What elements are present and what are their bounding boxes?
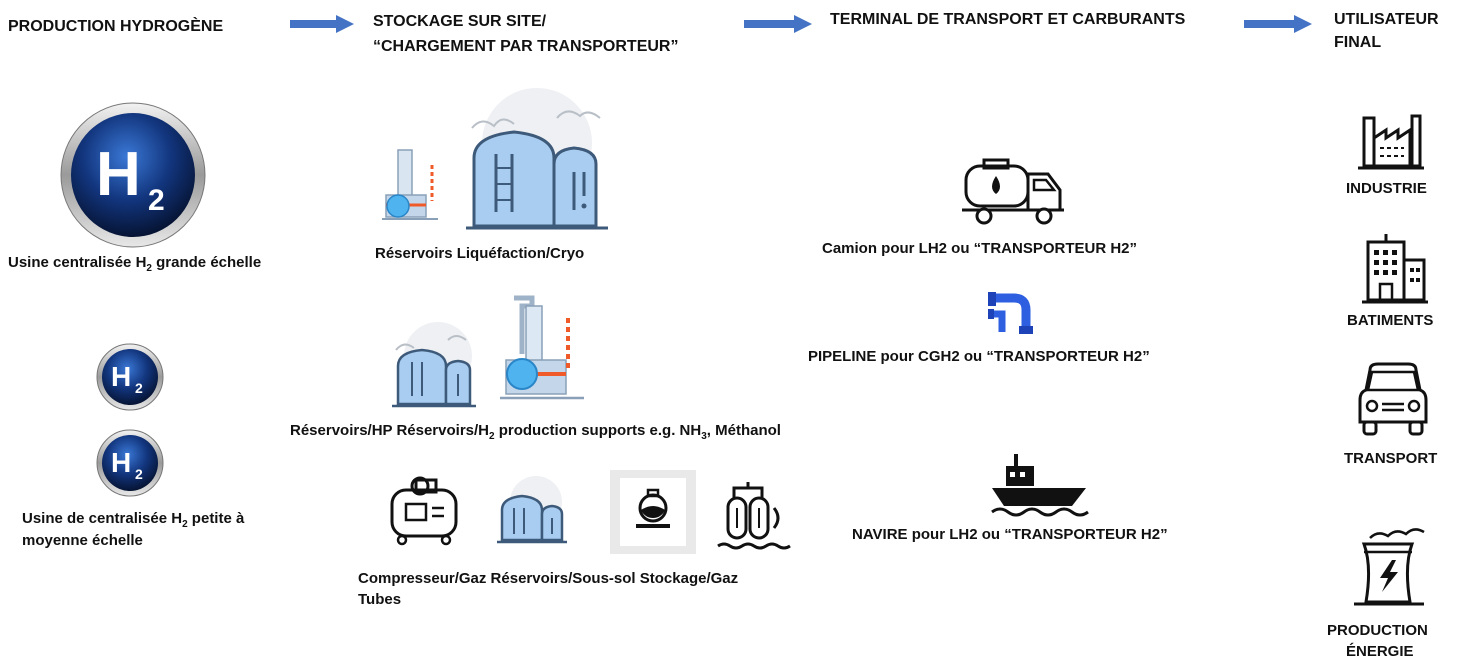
user-energy-label-line1: PRODUCTION	[1327, 622, 1428, 639]
h2-small-badge-1-icon: H 2	[96, 343, 164, 411]
h2-large-sub: 2	[148, 184, 165, 217]
user-transport-label: TRANSPORT	[1344, 450, 1438, 467]
truck-icon	[962, 158, 1064, 225]
flow-arrow-2	[744, 15, 812, 33]
svg-text:H: H	[111, 447, 131, 478]
header-user-line2: FINAL	[1334, 34, 1382, 51]
terminal-ship-label: NAVIRE pour LH2 ou “TRANSPORTEUR H2”	[852, 526, 1168, 543]
storage-row1-label: Réservoirs Liquéfaction/Cryo	[375, 245, 585, 262]
industry-icon	[1358, 114, 1424, 170]
liquefaction-column-icon	[382, 149, 438, 220]
svg-text:2: 2	[135, 380, 143, 396]
underground-storage-icon	[610, 470, 696, 554]
h2-large-badge-icon: H 2	[60, 102, 206, 248]
header-terminal: TERMINAL DE TRANSPORT ET CARBURANTS	[830, 11, 1186, 28]
power-plant-icon	[1354, 528, 1425, 606]
storage-row3-label-line1: Compresseur/Gaz Réservoirs/Sous-sol Stoc…	[358, 570, 739, 587]
terminal-pipeline-label: PIPELINE pour CGH2 ou “TRANSPORTEUR H2”	[808, 348, 1150, 365]
storage-row2-label: Réservoirs/HP Réservoirs/H2 production s…	[290, 422, 781, 442]
user-industry-label: INDUSTRIE	[1346, 180, 1427, 197]
terminal-truck-label: Camion pour LH2 ou “TRANSPORTEUR H2”	[822, 240, 1138, 257]
hp-tank-icon	[392, 322, 476, 408]
production-small-label-line1: Usine de centralisée H2 petite à	[22, 510, 245, 530]
gas-tank-icon	[497, 476, 567, 544]
header-production: PRODUCTION HYDROGÈNE	[8, 18, 224, 35]
header-user-line1: UTILISATEUR	[1334, 11, 1439, 28]
production-small-label-line2: moyenne échelle	[22, 532, 143, 549]
h2-small-badge-2-icon: H 2	[96, 429, 164, 497]
cryo-tank-icon	[466, 88, 608, 230]
h2-large-letter: H	[96, 140, 141, 209]
flow-arrow-1	[290, 15, 354, 33]
production-support-column-icon	[500, 295, 584, 400]
storage-row3-label-line2: Tubes	[358, 591, 402, 608]
buildings-icon	[1362, 234, 1428, 304]
car-icon	[1358, 362, 1428, 436]
user-buildings-label: BATIMENTS	[1347, 312, 1434, 329]
compressor-icon	[390, 476, 458, 546]
gas-tubes-icon	[717, 482, 791, 550]
header-storage-line2: “CHARGEMENT PAR TRANSPORTEUR”	[373, 38, 679, 55]
ship-icon	[991, 454, 1089, 517]
flow-arrow-3	[1244, 15, 1312, 33]
header-storage-line1: STOCKAGE SUR SITE/	[373, 13, 547, 30]
svg-text:2: 2	[135, 466, 143, 482]
user-energy-label-line2: ÉNERGIE	[1346, 643, 1414, 660]
pipeline-icon	[988, 292, 1033, 334]
svg-text:H: H	[111, 361, 131, 392]
production-large-label: Usine centralisée H2 grande échelle	[8, 254, 262, 274]
